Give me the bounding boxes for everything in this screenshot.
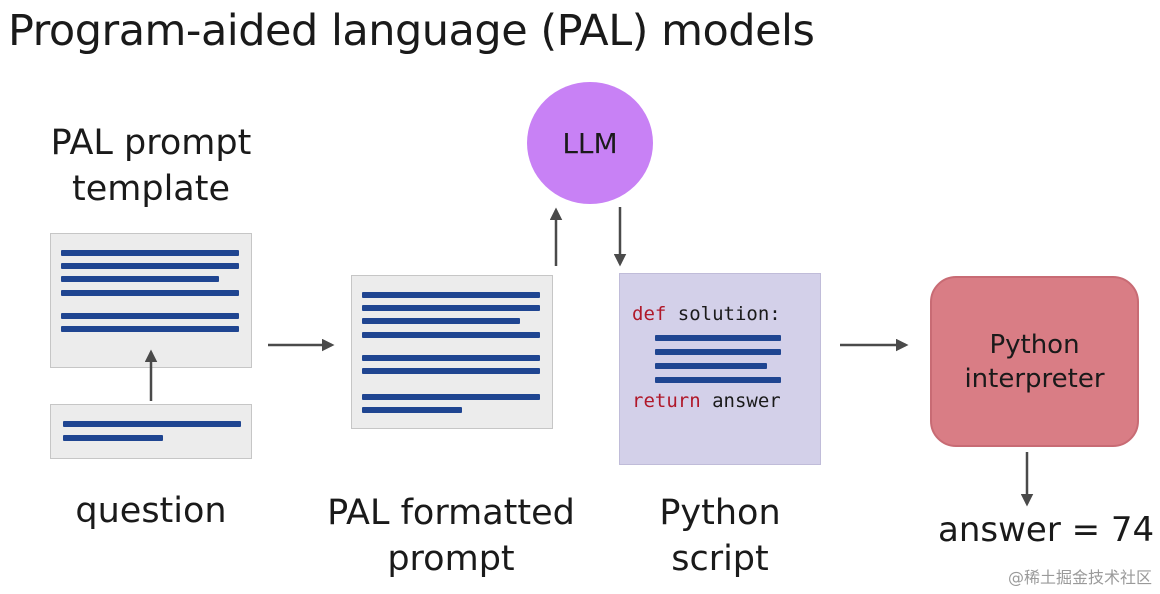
interpreter-label-line-2: interpreter [964,363,1105,394]
text-line [362,305,540,311]
text-line [655,377,781,383]
text-line [61,326,239,332]
script-caption-line-1: Python [659,493,781,533]
text-line [655,335,781,341]
answer-text: answer = 74 [938,510,1155,550]
text-line [61,276,219,282]
script-caption-line-2: script [671,539,769,579]
text-line [362,292,540,298]
text-line [61,313,239,319]
template-caption: PAL prompt template [40,120,262,212]
question-caption: question [75,491,227,531]
code-text-answer: answer [700,390,781,412]
formatted-prompt-document [351,275,553,429]
text-line [362,368,540,374]
python-interpreter-box: Python interpreter [930,276,1139,447]
watermark: @稀土掘金技术社区 [1007,568,1152,587]
text-line [63,421,241,427]
text-line [63,435,163,441]
code-keyword-def: def [632,303,667,325]
llm-label: LLM [562,126,618,160]
question-document [50,404,252,459]
text-line [362,332,540,338]
code-line-def: def solution: [632,303,781,325]
text-line [362,318,520,324]
code-keyword-return: return [632,390,701,412]
text-line [61,263,239,269]
text-line [61,250,239,256]
page-title: Program-aided language (PAL) models [8,6,815,56]
formatted-caption-line-2: prompt [387,539,515,579]
code-line-return: return answer [632,390,781,412]
text-line [362,394,540,400]
interpreter-label-line-1: Python [989,329,1080,360]
code-text-solution: solution: [666,303,781,325]
text-line [362,407,462,413]
python-script-caption: Python script [620,490,820,582]
template-caption-line-1: PAL prompt [50,123,252,163]
template-document [50,233,252,368]
llm-node: LLM [527,82,653,204]
python-script-box: def solution: return answer [619,273,821,465]
formatted-caption-line-1: PAL formatted [327,493,575,533]
text-line [655,363,767,369]
text-line [61,290,239,296]
formatted-prompt-caption: PAL formatted prompt [320,490,582,582]
template-caption-line-2: template [72,169,230,209]
text-line [362,355,540,361]
text-line [655,349,781,355]
